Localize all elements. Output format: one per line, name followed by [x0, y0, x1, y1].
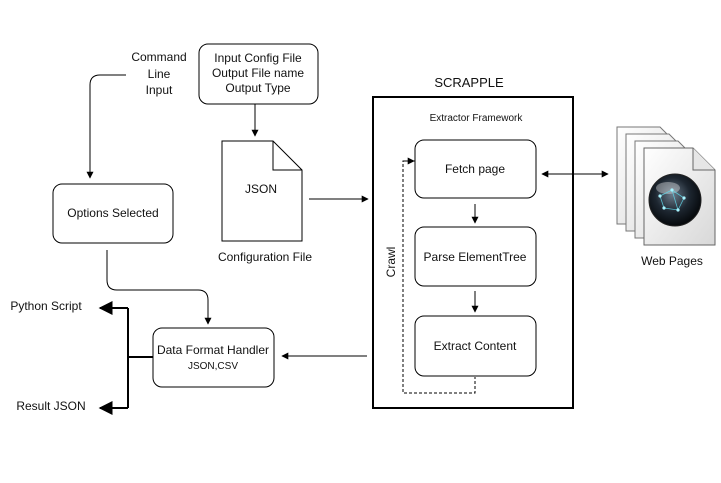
crawl-label: Crawl	[384, 247, 398, 278]
data-format-handler-sub: JSON,CSV	[188, 361, 238, 372]
fetch-page-box	[414, 139, 537, 199]
command-line-label-line3: Input	[146, 83, 173, 97]
options-to-handler-arrow	[106, 250, 212, 325]
json-document-icon	[221, 140, 303, 242]
input-config-line1: Input Config File	[214, 51, 302, 65]
json-document-fold	[272, 141, 302, 171]
result-json-label: Result JSON	[16, 399, 85, 413]
extractor-framework-label: Extractor Framework	[430, 113, 524, 124]
parse-elementtree-box	[414, 226, 537, 287]
input-config-box	[198, 43, 319, 105]
command-line-label-line2: Line	[148, 67, 171, 81]
extract-content-box	[414, 315, 537, 377]
scrapple-title: SCRAPPLE	[434, 75, 504, 90]
json-doc-label: JSON	[245, 182, 277, 196]
input-config-line2: Output File name	[212, 66, 304, 80]
extract-content-label: Extract Content	[434, 339, 517, 353]
command-line-label-line1: Command	[131, 50, 186, 64]
input-config-line3: Output Type	[225, 81, 290, 95]
web-pages-icon	[616, 126, 716, 246]
options-selected-label: Options Selected	[67, 206, 158, 220]
web-pages-label: Web Pages	[641, 254, 703, 268]
options-selected-box	[52, 183, 174, 244]
data-format-handler-label: Data Format Handler	[157, 343, 269, 357]
python-script-label: Python Script	[10, 299, 82, 313]
parse-elementtree-label: Parse ElementTree	[424, 250, 527, 264]
configuration-file-label: Configuration File	[218, 250, 312, 264]
command-to-options-arrow	[86, 74, 126, 179]
fetch-page-label: Fetch page	[445, 162, 505, 176]
data-format-handler-box	[152, 327, 275, 388]
